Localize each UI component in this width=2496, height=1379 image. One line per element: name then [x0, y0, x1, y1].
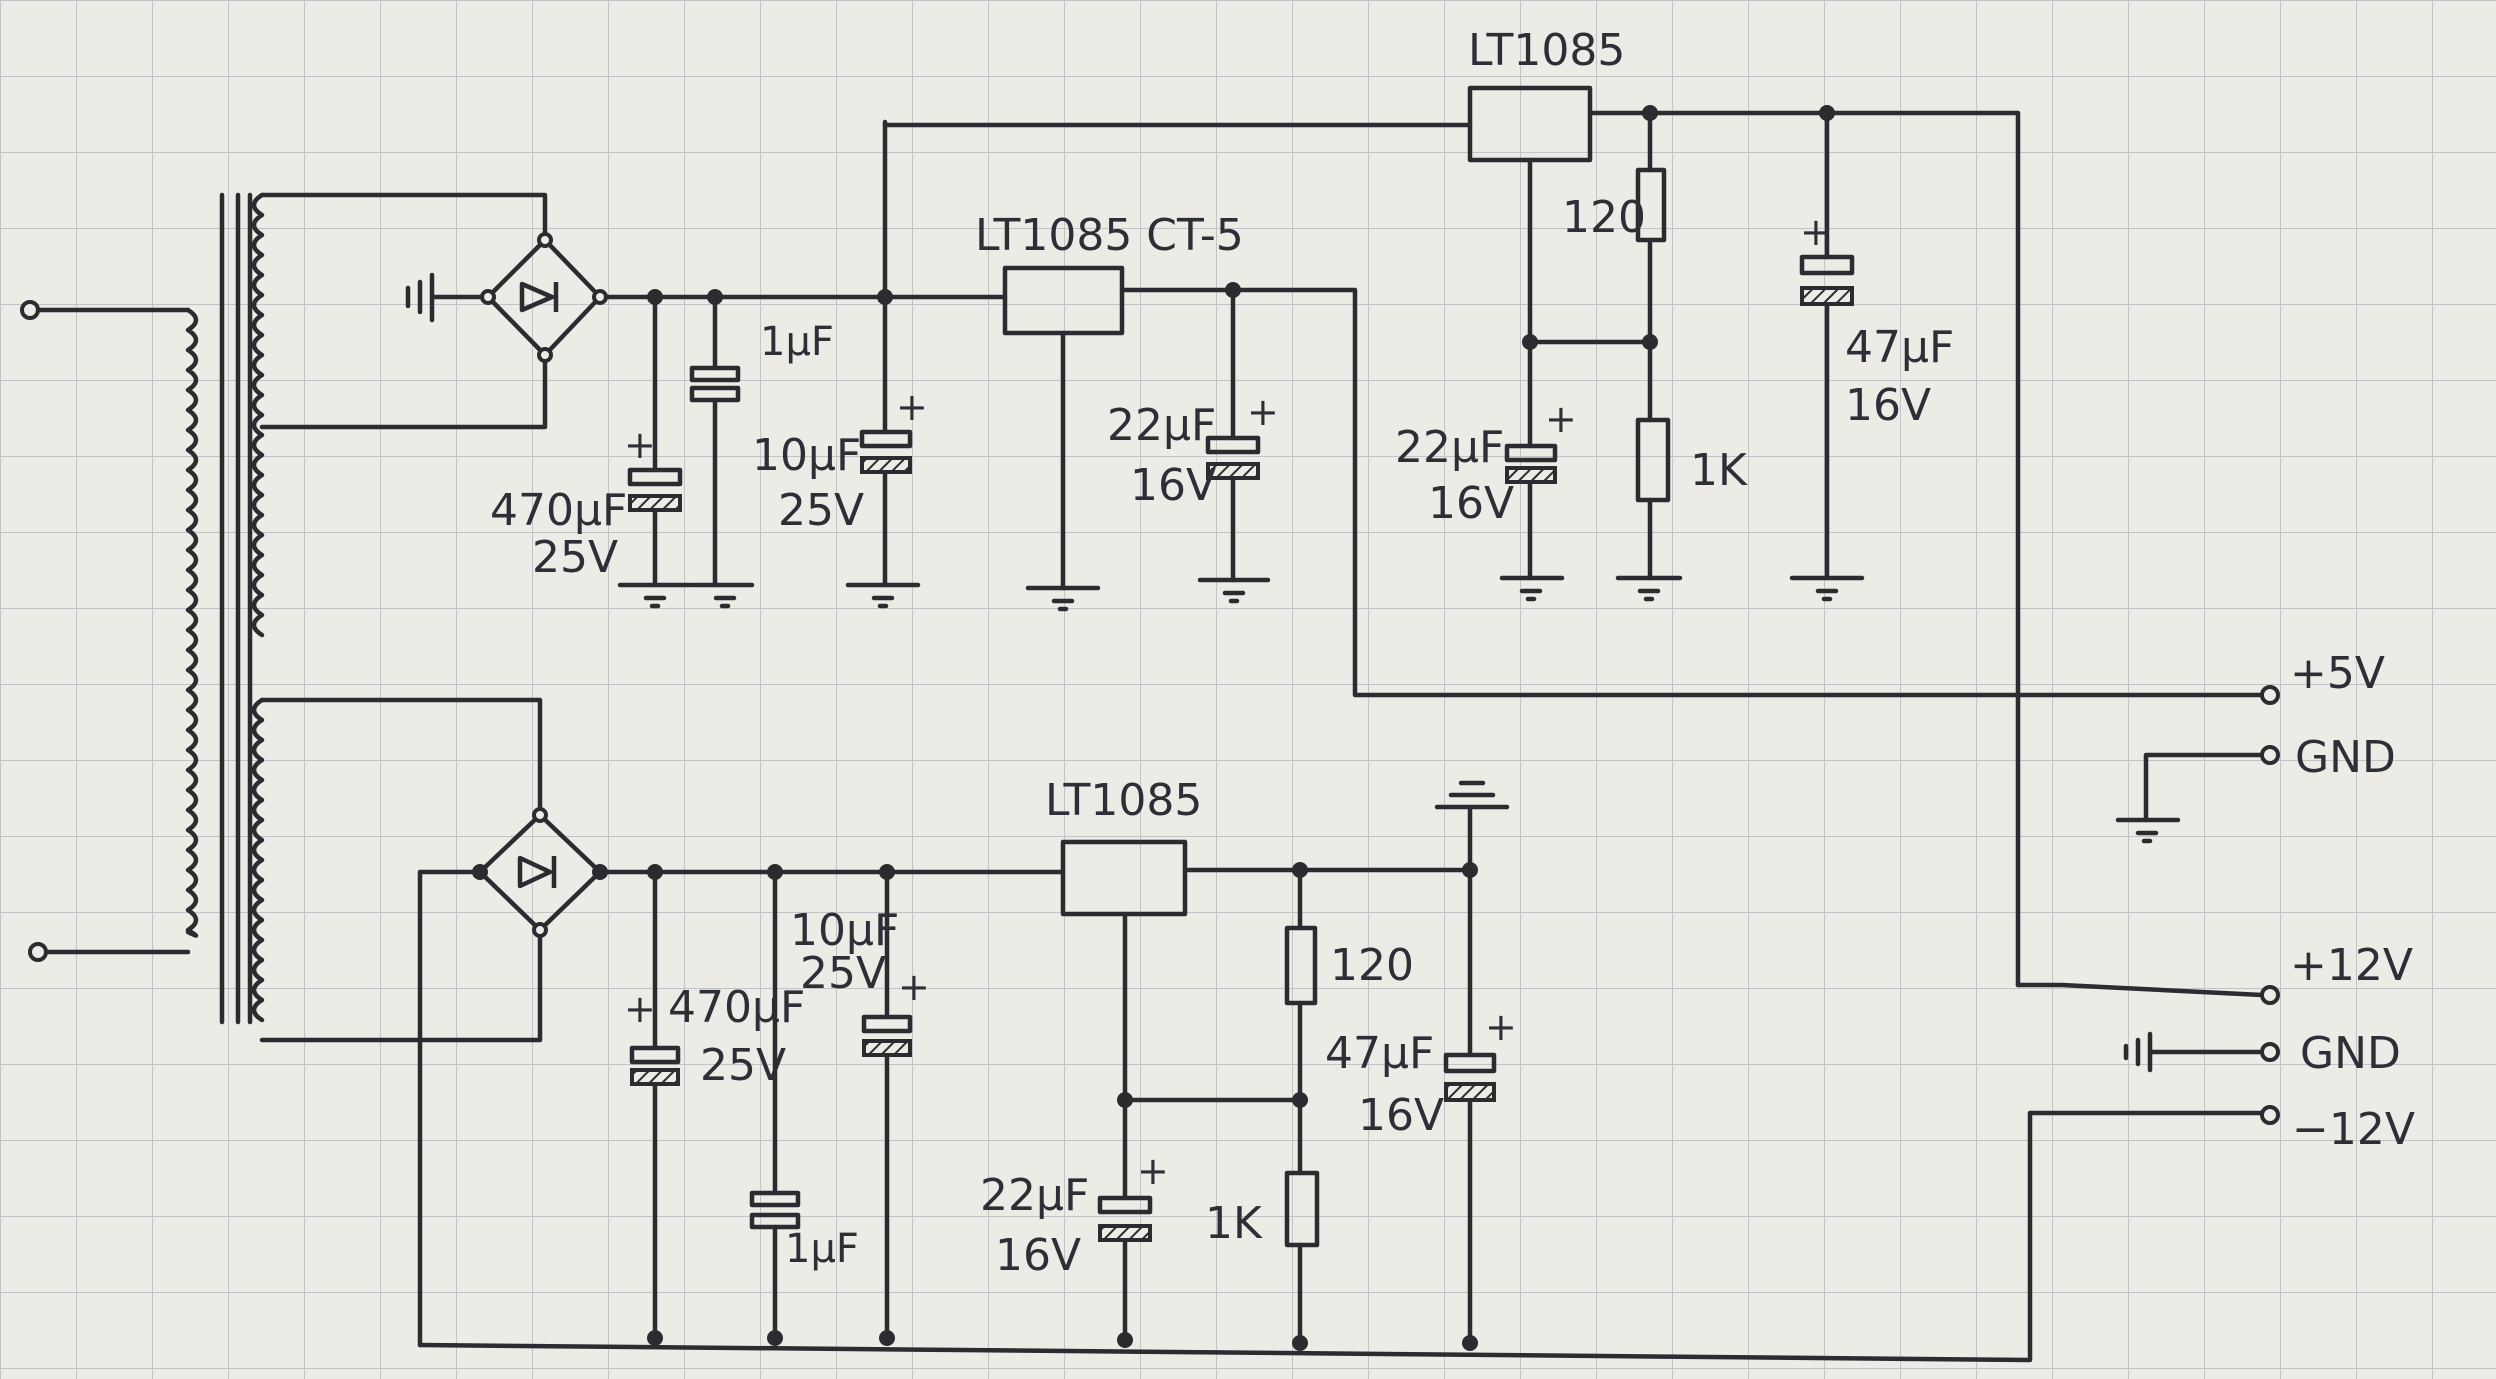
- mains-terminal-bottom: [28, 942, 48, 962]
- ground-symbol: [689, 582, 755, 609]
- label-47uf-bottom: 47μF: [1325, 1028, 1434, 1079]
- label-22uf-right: 22μF: [1395, 422, 1504, 473]
- cap-1uf-bottom: [749, 1190, 801, 1208]
- label-lt1085-ct5: LT1085 CT-5: [975, 210, 1244, 261]
- output-terminals: +5V GND +12V GND −12V: [417, 648, 2415, 1363]
- label-22uf-mid: 22μF: [1107, 400, 1216, 451]
- label-470uf-bottom-voltage: 25V: [700, 1040, 786, 1091]
- transformer: [20, 192, 265, 1025]
- ground-symbol-gnd2: [2123, 1031, 2265, 1073]
- polarity-plus: +: [1800, 210, 1832, 254]
- ground-symbol: [1025, 585, 1101, 612]
- bridge-diode-bottom: [517, 855, 557, 889]
- label-gnd2: GND: [2300, 1028, 2401, 1079]
- primary-coil: [185, 307, 199, 938]
- cap-10uf-top: [859, 429, 913, 449]
- terminal-plus12[interactable]: [2260, 985, 2280, 1005]
- ground-symbol: [1499, 575, 1565, 602]
- label-22uf-right-voltage: 16V: [1428, 478, 1514, 529]
- terminal-plus5[interactable]: [2260, 685, 2280, 705]
- bridge-diode-top: [519, 281, 559, 313]
- bottom-rectifier-section: + 470μF 25V 1μF + 10μF 25V LT1085 120 1K: [259, 697, 1517, 1351]
- polarity-plus: +: [624, 987, 656, 1031]
- ground-symbol: [1615, 575, 1683, 602]
- terminal-minus12[interactable]: [2260, 1105, 2280, 1125]
- polarity-plus: +: [624, 423, 656, 467]
- label-plus5: +5V: [2290, 648, 2385, 699]
- label-10uf-bottom-voltage: 25V: [800, 948, 886, 999]
- label-10uf-bottom: 10μF: [790, 905, 899, 956]
- label-resistor-120-bottom: 120: [1330, 940, 1414, 991]
- label-1uf-bottom: 1μF: [785, 1226, 859, 1272]
- cap-22uf-bottom: [1097, 1195, 1153, 1215]
- resistor-120-top: [1635, 167, 1667, 243]
- resistor-1k-bottom: [1284, 1170, 1320, 1248]
- resistor-1k-top: [1635, 417, 1671, 503]
- bridge-ground-symbol-top: [405, 272, 485, 323]
- label-lt1085-bottom: LT1085: [1045, 775, 1202, 826]
- top-rectifier-section: + 470μF 25V 1μF + 10μF 25V: [259, 119, 1008, 609]
- ground-symbol-bottom-right: [1434, 780, 1510, 873]
- transformer-core: [219, 192, 253, 1025]
- label-plus12: +12V: [2290, 940, 2413, 991]
- resistor-120-bottom: [1284, 925, 1318, 1006]
- ground-symbol: [845, 582, 921, 609]
- terminal-gnd1[interactable]: [2260, 745, 2280, 765]
- polarity-plus: +: [898, 965, 930, 1009]
- label-gnd1: GND: [2295, 732, 2396, 783]
- mains-terminal-top: [20, 300, 40, 320]
- label-470uf-top-voltage: 25V: [532, 532, 618, 583]
- label-22uf-bottom: 22μF: [980, 1170, 1089, 1221]
- label-47uf-bottom-voltage: 16V: [1358, 1090, 1444, 1141]
- ground-symbol: [1197, 577, 1271, 604]
- polarity-plus: +: [1137, 1149, 1169, 1193]
- cap-22uf-right: [1504, 443, 1558, 463]
- label-minus12: −12V: [2292, 1104, 2415, 1155]
- label-47uf-top-voltage: 16V: [1845, 380, 1931, 431]
- ground-symbol: [1789, 575, 1865, 602]
- cap-470uf-bottom: [629, 1045, 681, 1065]
- label-resistor-120-top: 120: [1562, 192, 1646, 243]
- label-470uf-top: 470μF: [490, 485, 627, 536]
- label-470uf-bottom: 470μF: [668, 982, 805, 1033]
- label-resistor-1k-bottom: 1K: [1205, 1198, 1263, 1249]
- polarity-plus: +: [1545, 397, 1577, 441]
- label-10uf-top-voltage: 25V: [778, 485, 864, 536]
- label-22uf-mid-voltage: 16V: [1130, 460, 1216, 511]
- ground-symbol: [2115, 817, 2181, 844]
- cap-47uf-bottom: [1443, 1052, 1497, 1074]
- label-1uf-top: 1μF: [760, 319, 834, 365]
- label-47uf-top: 47μF: [1845, 322, 1954, 373]
- cap-1uf-top: [689, 365, 741, 383]
- regulator-5v-block: LT1085 CT-5 + 22μF 16V: [975, 210, 2265, 698]
- cap-47uf-top: [1799, 254, 1855, 276]
- label-22uf-bottom-voltage: 16V: [995, 1230, 1081, 1281]
- label-10uf-top: 10μF: [752, 430, 861, 481]
- terminal-gnd2[interactable]: [2260, 1042, 2280, 1062]
- regulator-12v-top-block: LT1085 120 1K + 22μF 16V + 47μF 16V: [882, 25, 2021, 988]
- cap-10uf-bottom: [861, 1014, 913, 1034]
- secondary-coil-bottom: [251, 697, 265, 1023]
- secondary-coil-top: [251, 192, 265, 638]
- label-resistor-1k-top: 1K: [1690, 445, 1748, 496]
- polarity-plus: +: [1247, 390, 1279, 434]
- polarity-plus: +: [896, 385, 928, 429]
- polarity-plus: +: [1485, 1005, 1517, 1049]
- ground-symbol: [617, 582, 693, 609]
- cap-22uf-mid: [1205, 435, 1261, 455]
- label-lt1085-top: LT1085: [1468, 25, 1625, 76]
- cap-470uf-top: [627, 467, 683, 487]
